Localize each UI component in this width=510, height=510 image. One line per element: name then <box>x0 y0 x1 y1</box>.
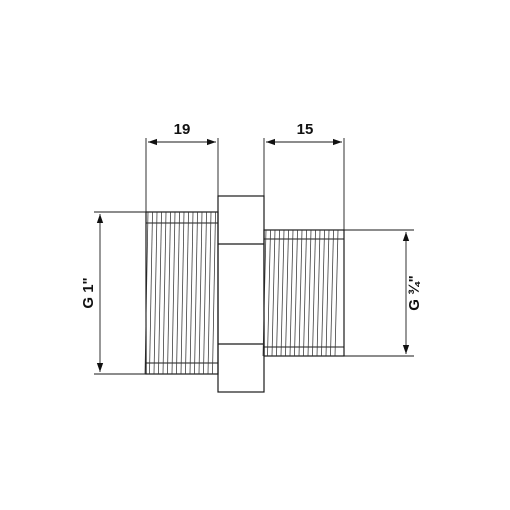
dimension-label-g34: G ¾" <box>406 275 423 310</box>
dimension-label-g1: G 1" <box>80 277 97 308</box>
extension-lines <box>94 138 414 375</box>
dimension-label-15: 15 <box>297 121 314 138</box>
right-thread-body <box>262 229 345 357</box>
right-thread-lines <box>262 229 339 357</box>
hex-nut <box>217 195 265 393</box>
dimension-label-19: 19 <box>174 121 191 138</box>
left-thread-body <box>144 211 219 375</box>
left-thread-lines <box>144 211 216 375</box>
